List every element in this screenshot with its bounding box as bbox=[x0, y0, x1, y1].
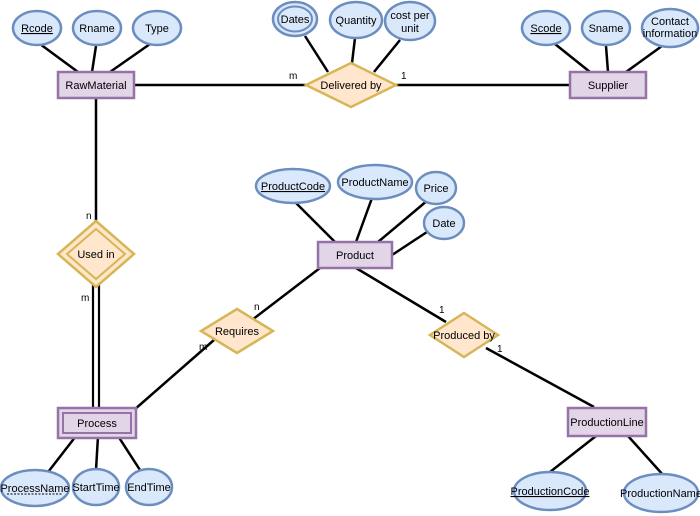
line-process-processname bbox=[44, 435, 77, 477]
line-product-producedby bbox=[355, 266, 447, 324]
entity-productionline-label: ProductionLine bbox=[570, 417, 643, 429]
line-process-endtime bbox=[116, 435, 142, 471]
attribute-rname[interactable]: Rname bbox=[71, 9, 123, 47]
line-producedby-productionline bbox=[485, 346, 595, 409]
relationship-delivered-by[interactable]: Delivered by bbox=[303, 61, 399, 109]
attribute-rname-label: Rname bbox=[79, 23, 114, 35]
attribute-cost-per-unit[interactable]: cost per unit bbox=[383, 0, 437, 42]
card-producedby-product: 1 bbox=[439, 305, 445, 316]
line-productionline-productionname bbox=[627, 435, 665, 477]
line-rawmaterial-rname bbox=[90, 45, 98, 73]
line-deliveredby-quantity bbox=[350, 37, 357, 64]
cardinality-labels: m 1 n m n m 1 1 bbox=[81, 71, 503, 355]
attribute-type[interactable]: Type bbox=[131, 9, 183, 47]
entity-product-label: Product bbox=[336, 250, 374, 262]
relationship-requires[interactable]: Requires bbox=[198, 307, 276, 355]
attribute-productcode-label: ProductCode bbox=[261, 181, 325, 193]
entity-supplier[interactable]: Supplier bbox=[568, 70, 648, 100]
line-deliveredby-dates bbox=[303, 35, 330, 73]
attribute-dates-multivalued[interactable]: Dates bbox=[271, 0, 319, 38]
attribute-productionname[interactable]: ProductionName bbox=[620, 472, 700, 514]
card-usedin-process: m bbox=[81, 293, 89, 304]
attribute-processname-key[interactable]: ProcessName bbox=[0, 468, 71, 508]
attribute-contact-line2: information bbox=[643, 28, 697, 40]
attribute-starttime[interactable]: StartTime bbox=[71, 467, 121, 507]
line-supplier-scode bbox=[554, 43, 591, 73]
line-supplier-sname bbox=[604, 45, 610, 73]
attribute-sname-label: Sname bbox=[589, 23, 624, 35]
attribute-quantity-label: Quantity bbox=[336, 15, 377, 27]
relationship-used-in-label: Used in bbox=[77, 249, 114, 261]
attribute-endtime[interactable]: EndTime bbox=[124, 467, 174, 507]
card-producedby-productionline: 1 bbox=[497, 344, 503, 355]
attribute-scode-key[interactable]: Scode bbox=[520, 9, 572, 47]
card-deliveredby-supplier: 1 bbox=[401, 71, 407, 82]
relationship-produced-by-label: Produced by bbox=[433, 330, 495, 342]
attribute-rcode-key[interactable]: Rcode bbox=[11, 9, 63, 47]
connector-lines bbox=[39, 35, 665, 477]
line-product-productcode bbox=[294, 201, 336, 243]
attribute-rcode-label: Rcode bbox=[21, 23, 53, 35]
attribute-productname-label: ProductName bbox=[341, 177, 408, 189]
attribute-dates-label: Dates bbox=[281, 14, 310, 26]
attribute-endtime-label: EndTime bbox=[127, 482, 171, 494]
attribute-type-label: Type bbox=[145, 23, 169, 35]
attribute-price[interactable]: Price bbox=[414, 170, 458, 206]
attribute-price-label: Price bbox=[423, 183, 448, 195]
attribute-starttime-label: StartTime bbox=[72, 482, 119, 494]
line-product-price bbox=[377, 199, 429, 243]
line-requires-process bbox=[133, 339, 215, 411]
attribute-date[interactable]: Date bbox=[422, 205, 466, 241]
card-deliveredby-rawmaterial: m bbox=[289, 71, 297, 82]
attribute-productioncode-label: ProductionCode bbox=[511, 486, 590, 498]
attribute-productcode-key[interactable]: ProductCode bbox=[254, 167, 332, 205]
relationship-produced-by[interactable]: Produced by bbox=[427, 311, 501, 359]
card-requires-process: m bbox=[199, 342, 207, 353]
attribute-contact-information[interactable]: Contact information bbox=[640, 7, 700, 49]
attribute-productioncode-key[interactable]: ProductionCode bbox=[511, 470, 590, 512]
line-supplier-contact bbox=[625, 44, 663, 74]
attribute-productionname-label: ProductionName bbox=[620, 488, 700, 500]
line-deliveredby-costperunit bbox=[373, 39, 401, 73]
attribute-date-label: Date bbox=[432, 218, 455, 230]
card-requires-product: n bbox=[254, 302, 260, 313]
entity-rawmaterial[interactable]: RawMaterial bbox=[56, 70, 136, 100]
line-rawmaterial-type bbox=[109, 42, 151, 74]
double-line-usedin-process bbox=[91, 284, 101, 410]
attribute-contact-line1: Contact bbox=[651, 16, 689, 28]
attribute-scode-label: Scode bbox=[530, 23, 561, 35]
entity-product[interactable]: Product bbox=[316, 240, 394, 270]
line-rawmaterial-rcode bbox=[39, 42, 79, 74]
entity-supplier-label: Supplier bbox=[588, 80, 629, 92]
entity-productionline[interactable]: ProductionLine bbox=[566, 406, 648, 438]
line-process-starttime bbox=[94, 435, 100, 471]
attribute-sname[interactable]: Sname bbox=[580, 9, 632, 47]
relationship-delivered-by-label: Delivered by bbox=[320, 80, 382, 92]
attribute-quantity[interactable]: Quantity bbox=[328, 0, 384, 40]
attribute-cost-per-unit-line2: unit bbox=[401, 23, 419, 35]
entity-process-label: Process bbox=[77, 418, 117, 430]
line-product-requires bbox=[251, 267, 321, 321]
relationship-used-in-identifying[interactable]: Used in bbox=[56, 219, 136, 289]
attribute-productname[interactable]: ProductName bbox=[336, 163, 414, 201]
line-product-productname bbox=[354, 197, 374, 243]
card-usedin-rawmaterial: n bbox=[86, 211, 92, 222]
attribute-processname-label: ProcessName bbox=[0, 483, 69, 495]
relationship-requires-label: Requires bbox=[215, 326, 260, 338]
entity-rawmaterial-label: RawMaterial bbox=[65, 80, 126, 92]
line-product-date bbox=[391, 228, 431, 257]
line-productionline-productioncode bbox=[549, 435, 597, 473]
attribute-cost-per-unit-line1: cost per bbox=[390, 10, 429, 22]
entity-process-weak[interactable]: Process bbox=[56, 406, 138, 440]
